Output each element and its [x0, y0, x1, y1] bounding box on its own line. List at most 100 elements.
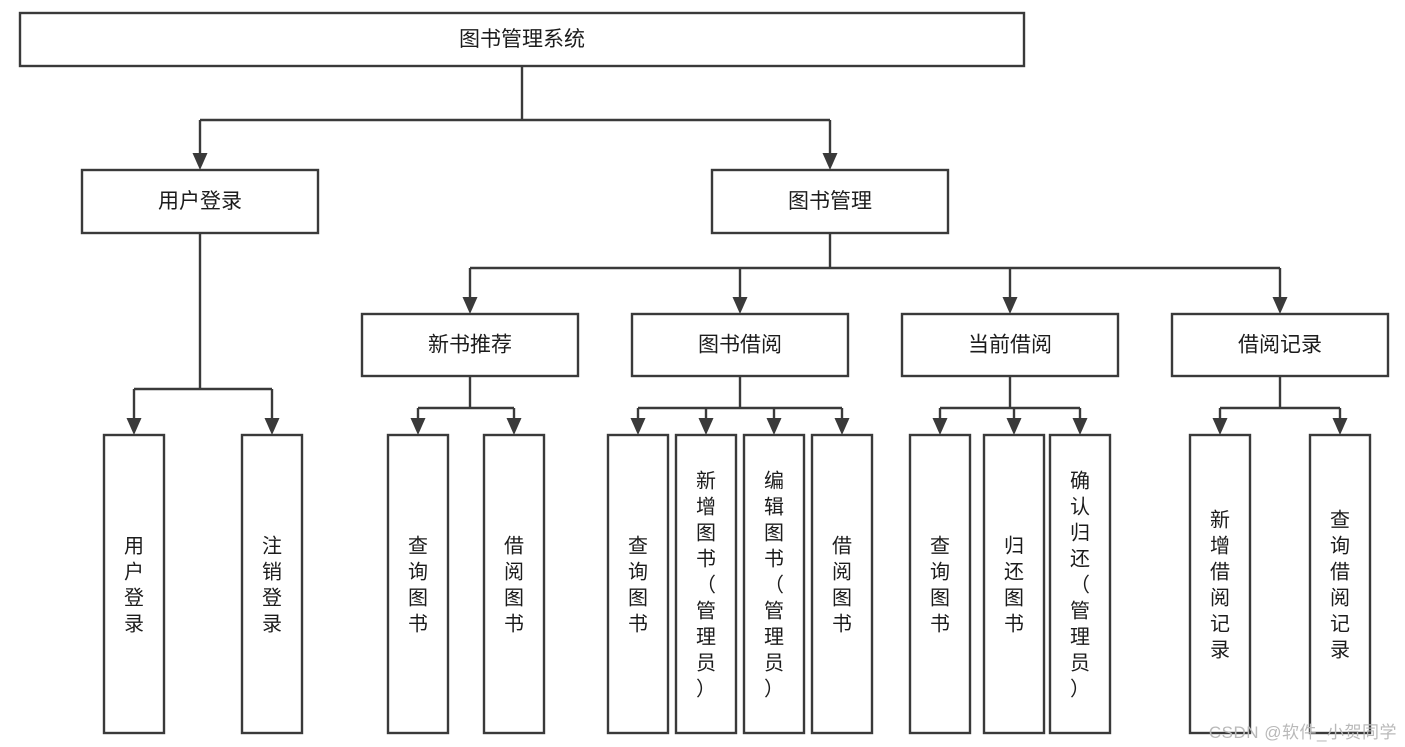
node-label-char: 询	[408, 560, 428, 583]
node-label-char: （	[1070, 573, 1090, 596]
node-label-char: 录	[1330, 639, 1350, 661]
node-label-char: 辑	[764, 495, 784, 518]
node-label: 图书管理	[788, 190, 872, 213]
node-label-char: 管	[1070, 599, 1090, 622]
node-box	[1308, 433, 1372, 735]
node-label-char: 书	[504, 612, 524, 635]
arrow-head-icon	[1072, 418, 1088, 435]
node-label-char: 理	[1070, 626, 1090, 648]
arrow-head-icon	[1272, 297, 1288, 314]
node-box	[710, 168, 950, 235]
node-borrow[interactable]: 图书借阅	[630, 312, 850, 378]
node-label-char: 询	[930, 560, 950, 583]
arrow-head-icon	[1006, 418, 1022, 435]
arrow-head-icon	[630, 418, 646, 435]
arrow-head-icon	[822, 153, 838, 170]
node-root[interactable]: 图书管理系统	[18, 11, 1026, 68]
connector-lines	[126, 66, 1348, 435]
node-label-char: ）	[696, 677, 716, 700]
node-label-char: 书	[764, 547, 784, 570]
node-label: 图书管理系统	[459, 28, 585, 51]
node-label-char: 书	[1004, 612, 1024, 635]
node-label-char: 借	[504, 534, 524, 557]
node-label-char: 询	[628, 560, 648, 583]
node-label-char: ）	[1070, 677, 1090, 700]
node-box	[674, 433, 738, 735]
node-box	[630, 312, 850, 378]
node-box	[102, 433, 166, 735]
node-label-char: 员	[696, 652, 716, 674]
node-label-char: 确	[1070, 469, 1090, 492]
node-label-char: 理	[696, 626, 716, 648]
arrow-head-icon	[932, 418, 948, 435]
node-bookmgmt[interactable]: 图书管理	[710, 168, 950, 235]
node-label-char: 阅	[1330, 586, 1350, 609]
arrow-head-icon	[1002, 297, 1018, 314]
node-label-char: 阅	[1210, 586, 1230, 609]
node-label-char: 记	[1210, 612, 1230, 635]
node-login[interactable]: 用户登录	[80, 168, 320, 235]
node-label-char: 询	[1330, 534, 1350, 557]
node-label-char: 增	[1210, 534, 1230, 557]
node-label-char: ）	[764, 677, 784, 700]
node-current[interactable]: 当前借阅	[900, 312, 1120, 378]
node-label-char: 销	[262, 560, 282, 583]
node-label: 借阅记录	[1238, 334, 1322, 357]
node-label-char: （	[764, 573, 784, 596]
node-label-char: 录	[1210, 639, 1230, 661]
node-box	[1170, 312, 1390, 378]
node-label-char: 查	[628, 534, 648, 557]
arrow-head-icon	[462, 297, 478, 314]
arrow-head-icon	[192, 153, 208, 170]
arrow-head-icon	[506, 418, 522, 435]
arrow-head-icon	[264, 418, 280, 435]
node-label-char: 图	[1004, 587, 1024, 609]
node-label-char: 记	[1330, 612, 1350, 635]
node-label-char: 管	[696, 599, 716, 622]
node-label-char: 还	[1004, 560, 1024, 583]
node-label-char: 图	[696, 522, 716, 544]
node-label: 用户登录	[158, 190, 242, 213]
node-box	[386, 433, 450, 735]
node-label-char: 员	[1070, 652, 1090, 674]
arrow-head-icon	[698, 418, 714, 435]
node-label-char: 用	[124, 535, 144, 557]
node-label-char: 借	[1330, 560, 1350, 583]
node-label-char: 图	[408, 587, 428, 609]
node-label-char: 借	[832, 534, 852, 557]
node-label-char: 书	[832, 612, 852, 635]
node-newbook[interactable]: 新书推荐	[360, 312, 580, 378]
node-label-char: 录	[124, 613, 144, 635]
node-box	[742, 433, 806, 735]
node-leaf1[interactable]: 用户登录	[102, 433, 166, 735]
node-label-char: 管	[764, 599, 784, 622]
node-label-char: 图	[832, 587, 852, 609]
node-label: 新书推荐	[428, 334, 512, 357]
node-label-char: 书	[930, 612, 950, 635]
node-label-char: （	[696, 573, 716, 596]
node-label-char: 户	[124, 560, 144, 583]
node-box	[240, 433, 304, 735]
node-box	[482, 433, 546, 735]
node-label-char: 录	[262, 613, 282, 635]
node-label-char: 图	[764, 522, 784, 544]
node-label-char: 查	[408, 534, 428, 557]
node-label-char: 归	[1070, 521, 1090, 544]
node-label-char: 编	[764, 469, 784, 492]
node-box	[810, 433, 874, 735]
node-label-char: 图	[628, 587, 648, 609]
node-record[interactable]: 借阅记录	[1170, 312, 1390, 378]
